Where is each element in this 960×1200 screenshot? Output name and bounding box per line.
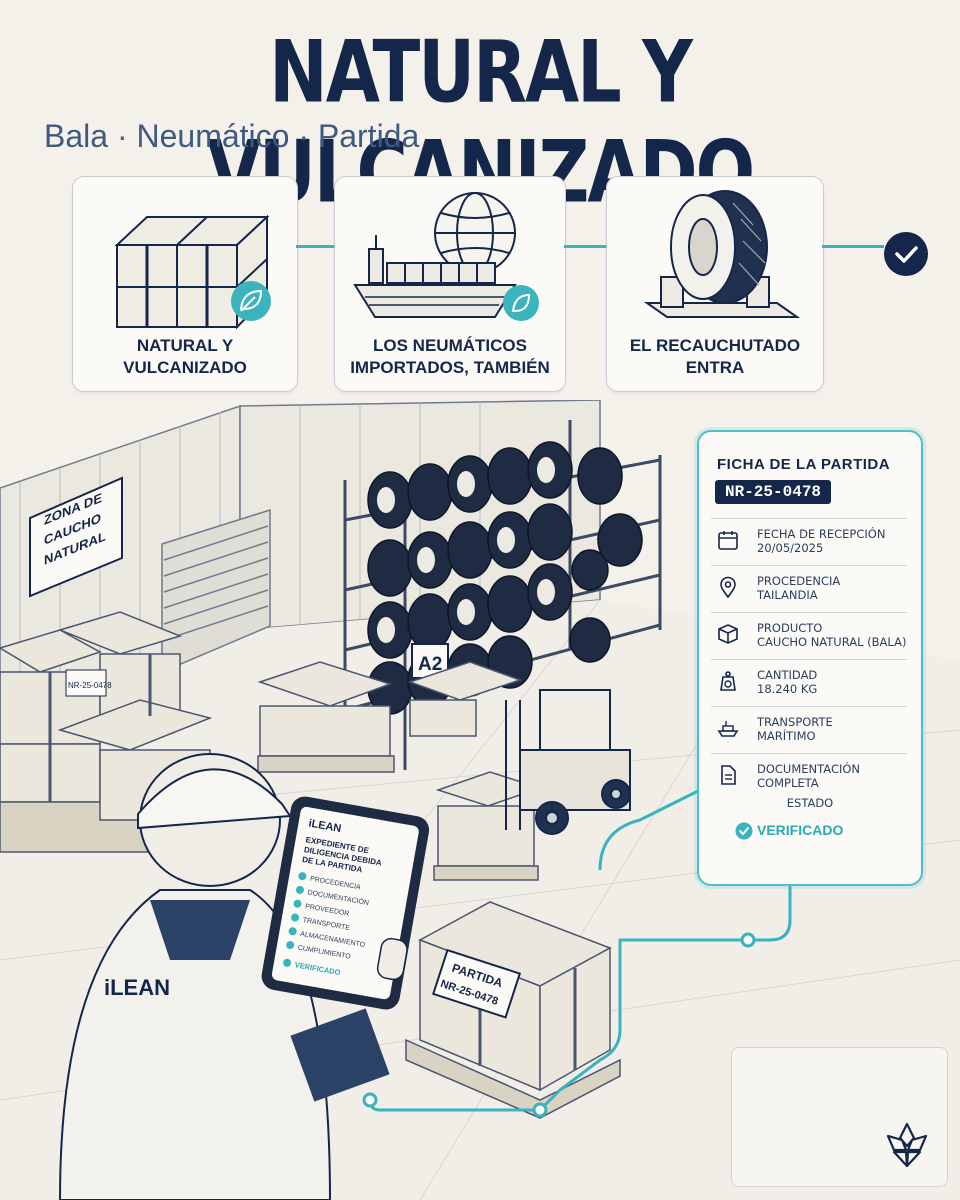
cargo-ship-globe-icon [353, 192, 539, 321]
batch-sheet-title: FICHA DE LA PARTIDA [717, 456, 891, 473]
field-value: CAUCHO NATURAL (BALA) [757, 635, 907, 649]
rubber-bale-icon [114, 214, 271, 330]
check-circle-icon [735, 822, 753, 840]
status-label: ESTADO [786, 796, 834, 810]
step-connector [296, 245, 334, 248]
traceability-line [368, 788, 792, 1112]
page-title: NATURAL Y VULCANIZADO [206, 22, 755, 223]
field-label: CANTIDAD [757, 668, 818, 682]
step-card-imported-tires: LOS NEUMÁTICOS IMPORTADOS, TAMBIÉN [334, 176, 566, 392]
field-product: PRODUCTO CAUCHO NATURAL (BALA) [711, 612, 907, 659]
lotus-logo-icon [886, 1122, 928, 1168]
step-label: EL RECAUCHUTADO ENTRA [629, 336, 801, 377]
field-documentation: DOCUMENTACIÓN COMPLETA [711, 753, 907, 800]
field-transport: TRANSPORTE MARÍTIMO [711, 706, 907, 753]
leaf-icon [503, 285, 539, 321]
field-value: COMPLETA [757, 776, 819, 790]
field-reception-date: FECHA DE RECEPCIÓN 20/05/2025 [711, 518, 907, 565]
field-value: TAILANDIA [757, 588, 818, 602]
batch-sheet: FICHA DE LA PARTIDA NR-25-0478 FECHA DE … [697, 430, 923, 886]
field-quantity: CANTIDAD 18.240 KG [711, 659, 907, 706]
field-value: 18.240 KG [757, 682, 818, 696]
tablet: iLEAN EXPEDIENTE DE DILIGENCIA DEBIDA DE… [261, 796, 430, 1010]
forklift [505, 689, 631, 835]
check-icon [884, 232, 928, 276]
field-origin: PROCEDENCIA TAILANDIA [711, 565, 907, 612]
blank-panel [731, 1047, 948, 1187]
step-card-retread: EL RECAUCHUTADO ENTRA [606, 176, 824, 392]
field-label: PRODUCTO [757, 621, 823, 635]
step-card-natural: NATURAL Y VULCANIZADO [72, 176, 298, 392]
ship-icon [717, 721, 739, 737]
batch-tag: PARTIDA NR-25-0478 [432, 948, 522, 1019]
tire-rack: A2 [343, 420, 662, 770]
field-label: FECHA DE RECEPCIÓN [757, 527, 886, 541]
worker: iLEAN [58, 753, 390, 1200]
field-label: DOCUMENTACIÓN [757, 762, 861, 776]
zone-sign: ZONA DE CAUCHO NATURAL [29, 476, 123, 598]
leaf-icon [231, 281, 271, 321]
field-label: TRANSPORTE [757, 715, 833, 729]
field-value: MARÍTIMO [757, 729, 816, 743]
location-pin-icon [720, 576, 736, 598]
field-label: PROCEDENCIA [757, 574, 841, 588]
status-value: VERIFICADO [757, 822, 844, 838]
page-subtitle: Bala · Neumático · Partida [44, 118, 420, 154]
calendar-icon [718, 531, 738, 550]
step-connector [564, 245, 606, 248]
step-label: LOS NEUMÁTICOS IMPORTADOS, TAMBIÉN [350, 336, 550, 377]
batch-id-badge: NR-25-0478 [715, 480, 832, 504]
scale-icon [720, 671, 736, 691]
field-value: 20/05/2025 [757, 541, 824, 555]
small-bale-tag: NR-25-0478 [68, 681, 112, 690]
bale-stack-middle [257, 661, 543, 881]
warehouse-scene: ZONA DE CAUCHO NATURAL [0, 400, 960, 1200]
step-connector [822, 245, 884, 248]
vest-logo: iLEAN [104, 975, 170, 1000]
rack-label: A2 [418, 654, 442, 675]
tablet-brand: iLEAN [308, 818, 343, 836]
step-label: NATURAL Y VULCANIZADO [123, 336, 247, 377]
roll-up-door [161, 508, 271, 674]
tire-on-stand-icon [643, 190, 801, 318]
document-icon [721, 765, 736, 785]
package-icon [718, 624, 738, 644]
